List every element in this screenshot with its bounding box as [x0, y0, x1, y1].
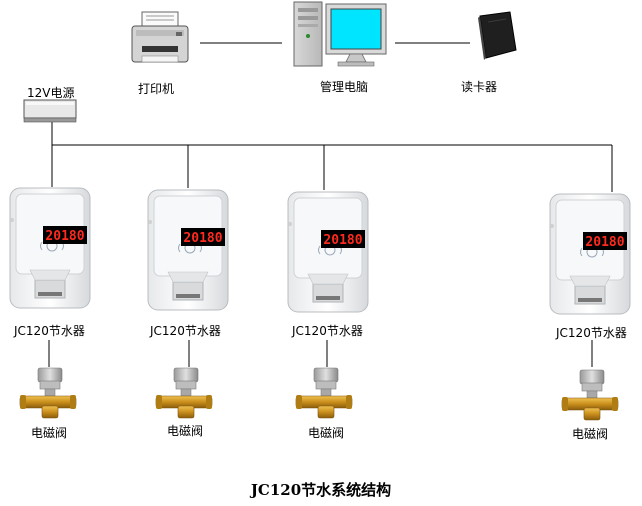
valve-icon-1 [19, 367, 77, 419]
led-display-1 [43, 226, 87, 244]
controller-label-3: JC120节水器 [292, 324, 363, 338]
controller-label-4: JC120节水器 [556, 326, 627, 340]
led-display-2 [181, 228, 225, 246]
power-supply-icon [23, 99, 77, 123]
controller-2: 20180 [147, 189, 229, 311]
led-text-4: 20180 [585, 235, 624, 250]
valve-label-3: 电磁阀 [308, 426, 345, 440]
network-lines [48, 42, 613, 367]
led-display-4 [583, 232, 627, 250]
valve-icon-3 [295, 367, 353, 419]
controller-3: 20180 [287, 191, 369, 313]
printer-icon [131, 11, 189, 63]
computer-icon [293, 1, 387, 67]
valve-label-1: 电磁阀 [31, 426, 68, 440]
diagram-caption: JC120节水系统结构 [250, 481, 392, 499]
valve-label-4: 电磁阀 [572, 427, 609, 441]
led-text-2: 20180 [183, 231, 222, 246]
valve-icon-2 [155, 367, 213, 419]
card-reader-label: 读卡器 [461, 80, 498, 94]
led-display-3 [321, 230, 365, 248]
controller-4: 20180 [549, 193, 631, 315]
led-text-1: 20180 [45, 229, 84, 244]
card-reader-icon [478, 11, 517, 60]
power-supply-label: 12V电源 [27, 86, 75, 100]
computer-label: 管理电脑 [320, 80, 369, 94]
controller-label-2: JC120节水器 [150, 324, 221, 338]
controller-label-1: JC120节水器 [14, 324, 85, 338]
valve-icon-4 [561, 369, 619, 421]
printer-label: 打印机 [138, 82, 175, 96]
valve-label-2: 电磁阀 [167, 424, 204, 438]
controller-1: 20180 [9, 187, 91, 309]
led-text-3: 20180 [323, 233, 362, 248]
